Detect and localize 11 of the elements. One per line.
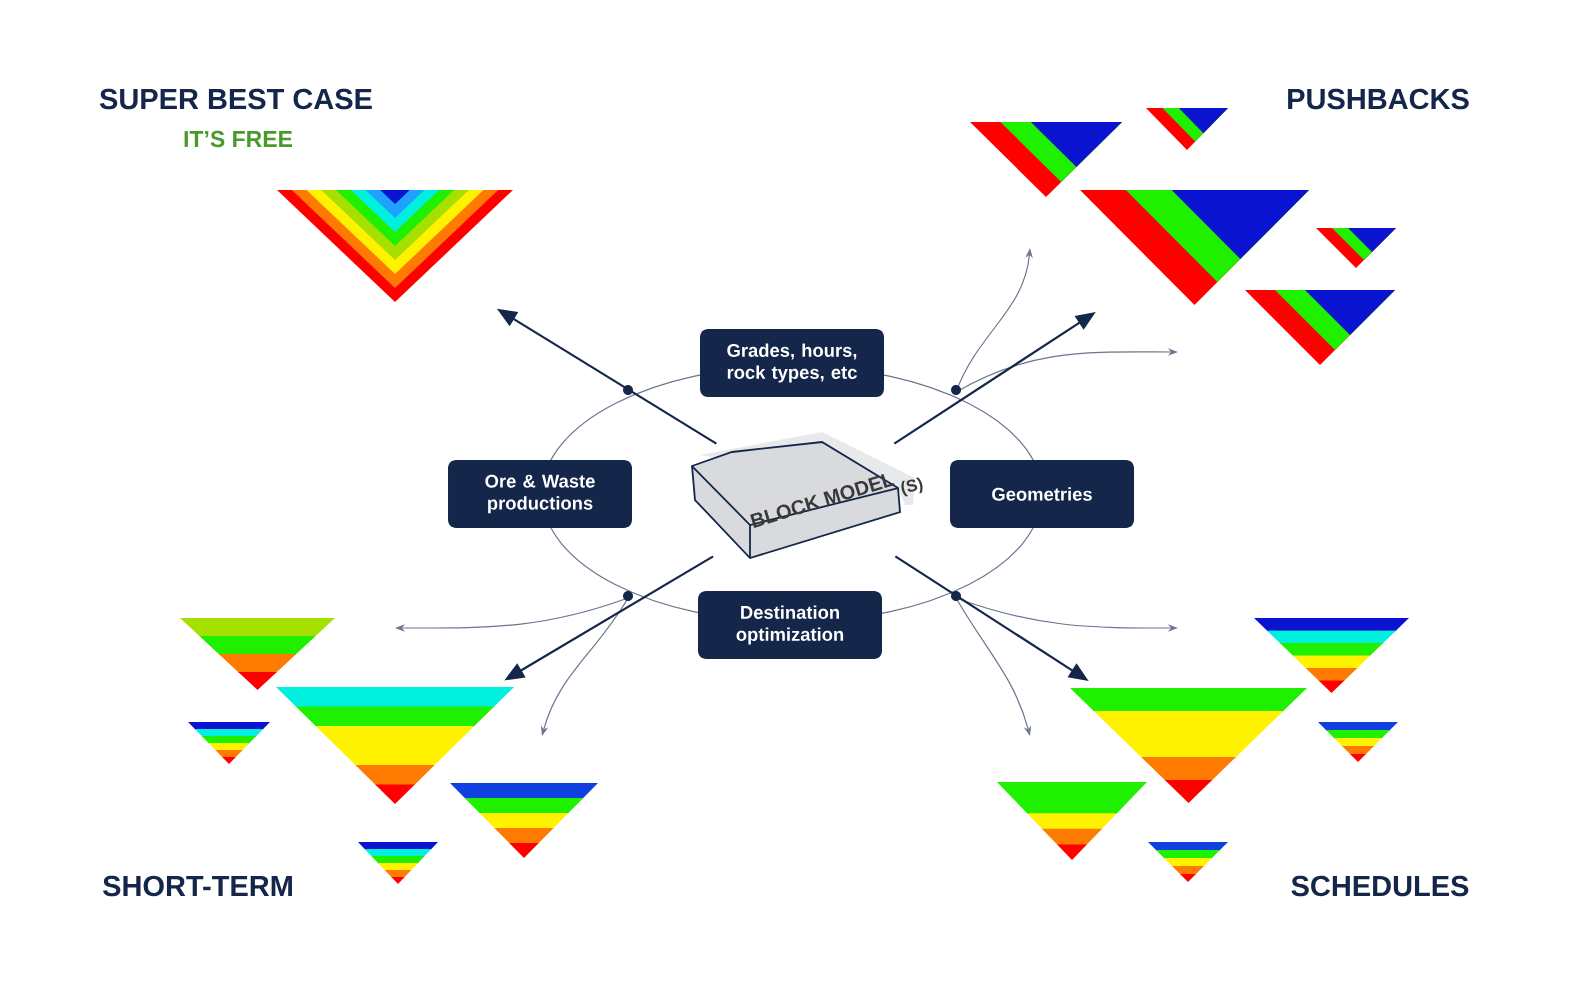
info-box: Grades, hours, rock types, etc — [700, 329, 884, 397]
heading: PUSHBACKS — [1288, 88, 1469, 110]
info-box: Destination optimization — [698, 591, 882, 659]
heading: SCHEDULES — [1291, 875, 1469, 897]
pit-drawing — [277, 190, 513, 302]
info-box: Geometries — [950, 460, 1134, 528]
heading: SUPER BEST CASE — [99, 88, 372, 110]
annotation: (S) — [901, 477, 923, 497]
info-box: Ore & Waste productions — [448, 460, 632, 528]
heading: SHORT-TERM — [103, 875, 292, 897]
heading: IT’S FREE — [184, 130, 293, 148]
